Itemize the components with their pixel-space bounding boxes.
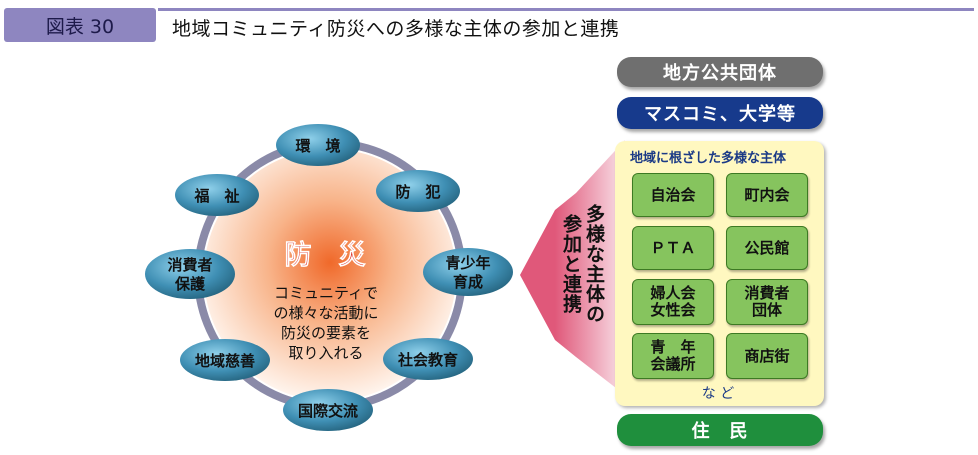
page-title: 地域コミュニティ防災への多様な主体の参加と連携: [172, 18, 620, 40]
box-jichikai: 自治会: [632, 173, 714, 217]
box-seinen-kaigisho: 青 年 会議所: [632, 333, 714, 379]
center-desc-line: 取り入れる: [288, 344, 363, 362]
node-label: 福 祉: [193, 187, 239, 205]
box-pta: ＰＴＡ: [632, 226, 714, 270]
etc-label: な ど: [701, 386, 735, 402]
pill-local-government: 地方公共団体: [617, 57, 823, 87]
box-consumer-group: 消費者 団体: [726, 279, 808, 325]
participation-arrow: [555, 140, 625, 395]
center-desc-line: コミュニティで: [274, 284, 378, 302]
box-fujinkai: 婦人会 女性会: [632, 279, 714, 325]
node-fukushi: 福 祉: [175, 174, 259, 216]
node-shakai: 社会教育: [383, 338, 473, 380]
arrow-text-col2: 参加と連携: [560, 214, 582, 314]
node-label: 環 境: [295, 137, 340, 155]
node-label: 国際交流: [298, 402, 358, 420]
node-label: 育成: [453, 273, 483, 291]
node-label: 消費者: [167, 256, 212, 274]
core-circle: [204, 149, 456, 401]
node-chiiki: 地域慈善: [180, 339, 270, 381]
node-label: 保護: [174, 275, 206, 293]
arrow-text-col1: 多様な主体の: [583, 204, 605, 324]
figure-number-badge: 図表 30: [4, 8, 156, 42]
node-shohisha: 消費者 保護: [145, 249, 235, 299]
node-seishonen: 青少年 育成: [423, 248, 513, 296]
node-kokusai: 国際交流: [283, 389, 373, 431]
pill-media-university: マスコミ、大学等: [617, 97, 823, 129]
participation-arrow-tip: [520, 210, 555, 340]
header-rule: [158, 8, 974, 11]
node-label: 社会教育: [397, 351, 458, 369]
panel-title: 地域に根ざした多様な主体: [630, 151, 787, 166]
center-title: 防 災: [285, 240, 367, 271]
node-bohan: 防 犯: [376, 170, 460, 212]
node-label: 青少年: [445, 254, 490, 272]
node-label: 地域慈善: [195, 352, 255, 370]
center-desc-line: の様々な活動に: [273, 304, 378, 322]
node-kankyo: 環 境: [276, 124, 360, 166]
box-kominkan: 公民館: [726, 226, 808, 270]
box-shotengai: 商店街: [726, 333, 808, 379]
pill-residents: 住 民: [617, 414, 823, 446]
center-desc-line: 防災の要素を: [281, 324, 371, 342]
node-label: 防 犯: [395, 183, 440, 201]
box-chonaikai: 町内会: [726, 173, 808, 217]
